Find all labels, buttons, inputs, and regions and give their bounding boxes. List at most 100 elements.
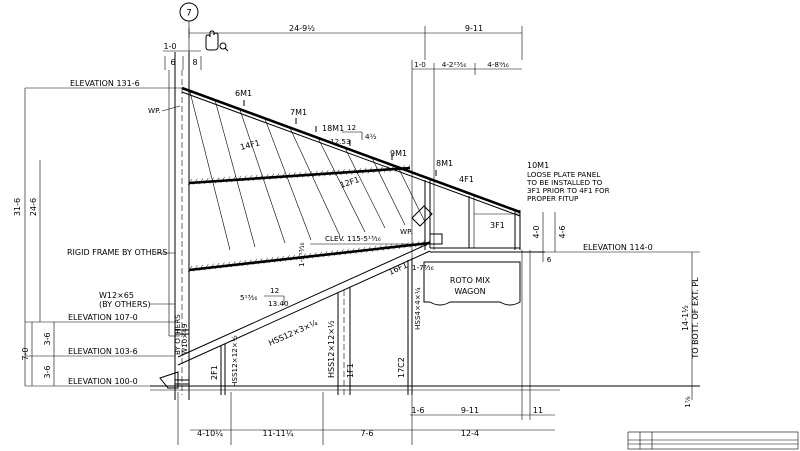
- hatch-tick: [198, 178, 204, 185]
- hatch-tick: [247, 259, 252, 266]
- hatch-tick: [382, 244, 387, 251]
- hatch-tick: [290, 254, 295, 261]
- w12-note: W12×65: [99, 291, 134, 300]
- hatch-tick: [187, 178, 193, 186]
- elev-107: ELEVATION 107-0: [68, 313, 138, 322]
- hatch-tick: [378, 166, 383, 173]
- dim-4-6: 4-6: [558, 225, 567, 238]
- elev-114: ELEVATION 114-0: [583, 243, 653, 252]
- hatch-tick: [291, 172, 296, 179]
- hatch-tick: [231, 176, 236, 183]
- hatch-tick: [252, 258, 258, 266]
- elev-100: ELEVATION 100-0: [68, 377, 138, 386]
- loose-plate-3: 3F1 PRIOR TO 4F1 FOR: [527, 186, 610, 195]
- hatch-tick: [236, 175, 242, 182]
- dim-7-0: 7-0: [21, 347, 30, 360]
- hatch-tick: [389, 165, 394, 173]
- hatch-tick: [225, 261, 231, 269]
- dim-overall: 24-9½: [289, 24, 315, 33]
- hatch-tick: [366, 246, 371, 253]
- member-1f1: 1F1: [346, 363, 355, 378]
- hatch-tick: [274, 256, 279, 263]
- member-8m1: 8M1: [436, 159, 453, 168]
- hatch-tick: [323, 251, 328, 258]
- hatch-tick: [344, 248, 350, 256]
- hatch-tick: [317, 251, 323, 258]
- dim-b1: 4-10¼: [197, 429, 223, 438]
- hatch-tick: [318, 170, 324, 177]
- notes: WP. WP. RIGID FRAME BY OTHERS W12×65 (BY…: [67, 105, 610, 309]
- dim-lower-b: 9-11: [461, 406, 479, 415]
- wagon-label-1: ROTO MIX: [450, 276, 491, 285]
- dim-note-2: 1-7³⁄₁₆: [412, 263, 434, 272]
- dim-b2: 11-11¼: [263, 429, 294, 438]
- dim-col-a: 6: [170, 58, 175, 67]
- roto-mix-wagon: ROTO MIX WAGON: [423, 261, 521, 306]
- dim-14-1-half: 14-1½: [681, 305, 690, 331]
- dim-col-left: 1-0: [163, 42, 176, 51]
- hatch-tick: [383, 166, 389, 173]
- hatch-tick: [225, 176, 231, 183]
- hatch-tick: [285, 255, 290, 262]
- bottom-dimensions: 4-10¼ 11-11¼ 7-6 12-4 1-6 9-11 11: [177, 392, 555, 445]
- hatch-tick: [187, 265, 193, 273]
- left-dimensions: 31-6 24-6 7-0 3-6 3-6: [13, 88, 55, 386]
- member-6m1: 6M1: [235, 89, 252, 98]
- hatch-tick: [204, 264, 209, 271]
- member-16f1: 16F1: [387, 261, 409, 277]
- member-14f1: 14F1: [239, 138, 260, 152]
- hatch-tick: [296, 171, 302, 179]
- loose-plate-2: TO BE INSTALLED TO: [526, 178, 603, 187]
- hatch-tick: [198, 264, 204, 271]
- dim-lower-c: 11: [533, 406, 543, 415]
- hatch-tick: [333, 249, 339, 257]
- member-hss-4: HSS4×4×¼: [413, 287, 422, 330]
- hatch-tick: [236, 260, 241, 267]
- hatch-tick: [242, 175, 247, 182]
- hatch-tick: [215, 177, 220, 184]
- member-3f1: 3F1: [490, 221, 505, 230]
- w12-by-others: (BY OTHERS): [99, 300, 151, 309]
- elev-103: ELEVATION 103-6: [68, 347, 138, 356]
- grid-bubble-label: 7: [186, 9, 192, 19]
- hatch-tick: [193, 265, 198, 272]
- main-column: BY OTHERS W10×49: [168, 52, 190, 400]
- hatch-tick: [339, 249, 344, 256]
- hatch-tick: [351, 168, 356, 175]
- dim-r3: 4-8⁹⁄₁₆: [487, 60, 509, 69]
- hatch-tick: [263, 257, 268, 264]
- slope2-ext: 13.40: [268, 299, 289, 308]
- hatch-tick: [220, 176, 225, 184]
- slope-indicator-bottom: 12 5¹³⁄₁₆ 13.40: [240, 286, 289, 308]
- member-4f1: 4F1: [459, 175, 474, 184]
- hatch-tick: [301, 253, 306, 260]
- dim-4-0: 4-0: [532, 225, 541, 238]
- dim-r2: 4-2¹³⁄₁₆: [442, 60, 467, 69]
- hatch-tick: [280, 172, 285, 180]
- loose-plate-1: LOOSE PLATE PANEL: [527, 170, 600, 179]
- right-dimensions: 4-0 4-6 6 14-1½ TO BOTT. OF EXT. PL 1⅞: [532, 212, 700, 408]
- side-column-size: W10×49: [180, 323, 189, 355]
- member-10m1: 10M1: [527, 161, 549, 170]
- pan-zoom-cursor-icon[interactable]: [205, 30, 229, 52]
- hatch-tick: [264, 173, 269, 181]
- grid-line-7: 7: [179, 2, 199, 52]
- member-12f1: 12F1: [339, 175, 361, 190]
- slope2-rise: 12: [270, 286, 279, 295]
- wagon-label-2: WAGON: [454, 287, 485, 296]
- hatch-tick: [360, 246, 366, 254]
- floor-lines: [150, 371, 700, 391]
- dim-3-6-b: 3-6: [43, 365, 52, 378]
- hatch-tick: [312, 252, 317, 259]
- elev-131: ELEVATION 131-6: [70, 79, 140, 88]
- hatch-tick: [393, 243, 398, 250]
- dim-right-span: 9-11: [465, 24, 483, 33]
- hatch-tick: [377, 245, 382, 252]
- hatch-tick: [356, 168, 362, 175]
- chord-hatching: [187, 164, 431, 273]
- member-hss-3: HSS12×12×½: [327, 320, 336, 378]
- member-hss-1: HSS12×12×½: [230, 335, 239, 387]
- hatch-tick: [350, 248, 355, 255]
- dim-3-6-a: 3-6: [43, 332, 52, 345]
- hatch-tick: [387, 243, 393, 251]
